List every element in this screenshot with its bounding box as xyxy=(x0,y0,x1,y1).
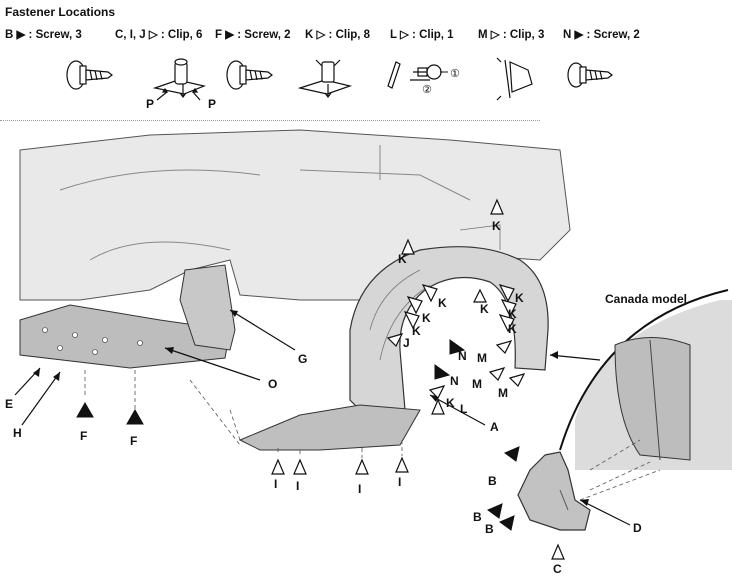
inner-fender-ribs xyxy=(369,224,501,361)
callout-c: C xyxy=(553,562,562,576)
callout-b-3: B xyxy=(485,522,494,536)
callout-k-10: K xyxy=(446,396,455,410)
step-two-label: ② xyxy=(422,83,432,96)
callout-d: D xyxy=(633,521,642,535)
callout-i-3: I xyxy=(358,482,361,496)
inner-fender-lower xyxy=(238,404,421,451)
callout-o: O xyxy=(268,377,277,391)
clip-m-icon xyxy=(496,57,533,101)
callout-k-8: K xyxy=(508,307,517,321)
inner-fender xyxy=(349,246,549,421)
callout-b-2: B xyxy=(473,510,482,524)
callout-l: L xyxy=(460,402,467,416)
callout-b-1: B xyxy=(488,474,497,488)
callout-i-2: I xyxy=(296,479,299,493)
callout-i-4: I xyxy=(398,475,401,489)
under-cover-holes xyxy=(42,327,143,355)
filled-screw-markers xyxy=(76,339,520,531)
screw-f-icon xyxy=(226,60,273,90)
screw-b-icon xyxy=(66,60,113,90)
legend-f-screw: F ▶ : Screw, 2 xyxy=(215,29,291,41)
legend-m-clip: M ▷ : Clip, 3 xyxy=(478,29,545,41)
callout-k-9: K xyxy=(508,322,517,336)
callout-k-4: K xyxy=(422,311,431,325)
legend-l-clip: L ▷ : Clip, 1 xyxy=(390,29,454,41)
callout-a: A xyxy=(490,420,499,434)
callout-f-1: F xyxy=(80,429,87,443)
canada-inset xyxy=(559,289,732,470)
callout-k-1: K xyxy=(492,219,501,233)
callout-g: G xyxy=(298,352,307,366)
callout-k-2: K xyxy=(398,252,407,266)
callout-i-1: I xyxy=(274,477,277,491)
callout-k-3: K xyxy=(438,296,447,310)
legend-k-clip: K ▷ : Clip, 8 xyxy=(305,29,371,41)
open-clip-markers xyxy=(271,198,565,560)
callout-m-3: M xyxy=(498,386,508,400)
diagram-title: Fastener Locations xyxy=(5,5,116,19)
clip-k-icon xyxy=(297,59,353,98)
callout-f-2: F xyxy=(130,434,137,448)
callout-m-1: M xyxy=(477,351,487,365)
callout-h: H xyxy=(13,426,22,440)
step-one-label: ① xyxy=(450,67,460,80)
clip-cij-icon xyxy=(152,58,207,101)
clip-p-label-left: P xyxy=(146,97,154,111)
callout-j: J xyxy=(403,336,410,350)
callout-e: E xyxy=(5,397,13,411)
car-body-details xyxy=(59,145,471,261)
dashed-guides xyxy=(84,370,661,501)
clip-l-icon xyxy=(387,61,442,89)
mud-guard xyxy=(517,451,591,531)
callout-k-7: K xyxy=(515,291,524,305)
callout-k-5: K xyxy=(412,324,421,338)
callout-m-2: M xyxy=(472,377,482,391)
canada-title: Canada model xyxy=(605,292,687,306)
clip-p-label-right: P xyxy=(208,97,216,111)
legend-b-screw: B ▶ : Screw, 3 xyxy=(5,29,82,41)
screw-n-icon xyxy=(567,62,613,88)
callout-k-6: K xyxy=(480,302,489,316)
legend-divider xyxy=(0,120,540,121)
callout-n-2: N xyxy=(450,374,459,388)
callout-n-1: N xyxy=(458,349,467,363)
leader-arrowheads xyxy=(33,310,589,506)
splash-shield xyxy=(179,264,236,351)
mud-guard-detail xyxy=(559,489,569,511)
legend-n-screw: N ▶ : Screw, 2 xyxy=(563,29,640,41)
legend-cij-clip: C, I, J ▷ : Clip, 6 xyxy=(115,29,203,41)
